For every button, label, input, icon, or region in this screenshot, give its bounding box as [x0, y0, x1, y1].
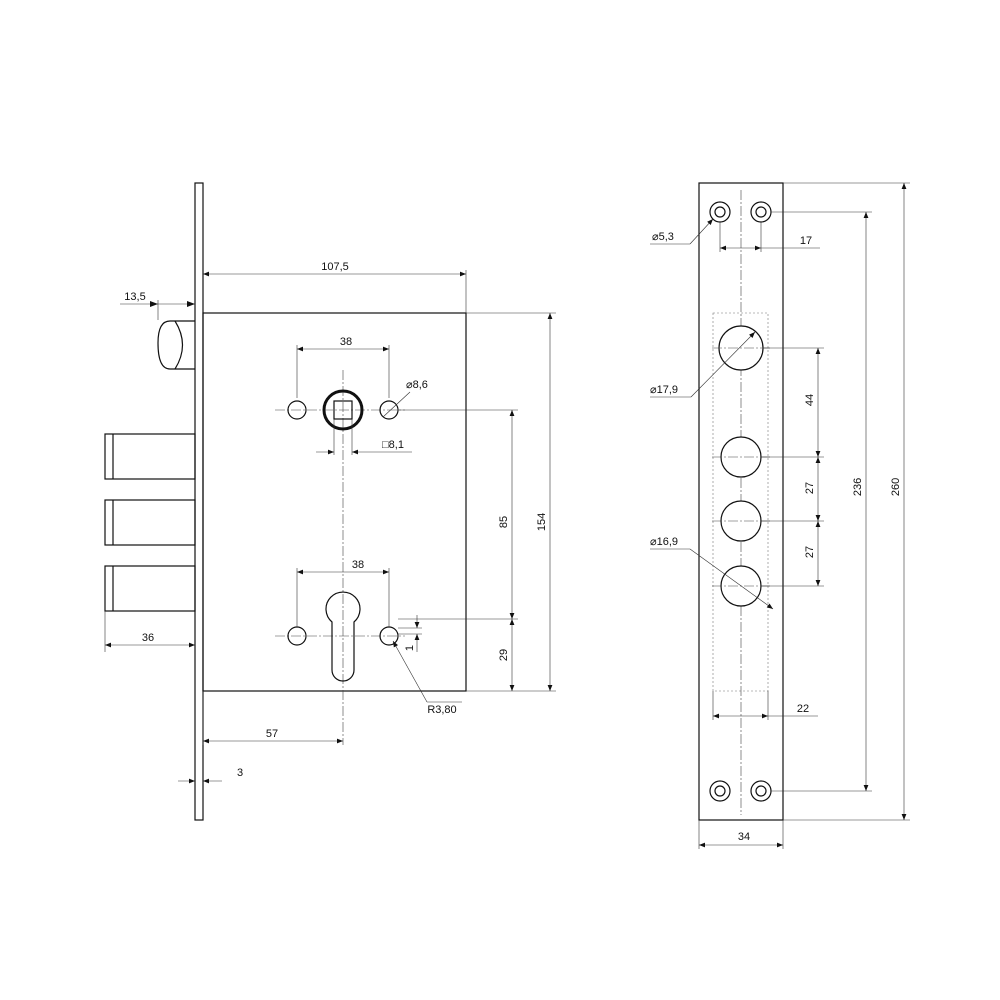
dim-large-hole-diameter: ⌀17,9	[650, 384, 678, 396]
dim-medium-hole-diameter: ⌀16,9	[650, 536, 678, 548]
dim-latch-projection: 13,5	[124, 291, 145, 303]
cylinder-keyhole	[325, 591, 361, 682]
dim-mount-hole-spacing: 17	[800, 235, 812, 247]
dim-case-width: 107,5	[321, 261, 349, 273]
dim-screw-hole-diameter: ⌀8,6	[406, 379, 428, 391]
faceplate-view: ⌀5,3 17 ⌀17,9 ⌀16,9 44 27 27	[650, 182, 910, 849]
dim-spindle-screw-spacing: 38	[340, 336, 352, 348]
dim-faceplate-length: 260	[890, 478, 902, 496]
dim-hole-spacing-total: 236	[852, 478, 864, 496]
dim-bolt-spacing-3: 27	[804, 546, 816, 558]
faceplate-outline	[698, 182, 784, 821]
faceplate-slot-hidden	[712, 312, 769, 692]
dim-bolt-spacing-1: 44	[804, 394, 816, 406]
mount-hole-top-right	[750, 201, 772, 223]
latch-bolt	[157, 320, 195, 370]
dim-spindle-square: □8,1	[382, 439, 404, 451]
lock-case	[202, 312, 467, 692]
dim-faceplate-width: 34	[738, 831, 750, 843]
dim-case-height: 154	[536, 513, 548, 531]
dead-bolt-1	[104, 433, 196, 480]
dim-backset: 57	[266, 728, 278, 740]
latch-bolt-curve	[174, 320, 184, 370]
dead-bolt-3	[104, 565, 196, 612]
spindle-square	[333, 400, 353, 420]
dim-mount-hole-diameter: ⌀5,3	[652, 231, 674, 243]
front-view: 107,5 13,5 38 ⌀8,6 □8,1 38 36	[104, 182, 556, 821]
dim-slot-width: 22	[797, 703, 809, 715]
mount-hole-bottom-right	[750, 780, 772, 802]
dim-cylinder-radius: R3,80	[427, 704, 456, 716]
dim-faceplate-thickness: 3	[237, 767, 243, 779]
dead-bolt-2	[104, 499, 196, 546]
dim-cylinder-offset: 1	[404, 645, 416, 651]
dim-cylinder-screw-spacing: 38	[352, 559, 364, 571]
screw-hole-upper-left	[287, 400, 307, 420]
front-faceplate	[194, 182, 204, 821]
dim-bolt-spacing-2: 27	[804, 482, 816, 494]
dim-bolt-projection: 36	[142, 632, 154, 644]
dead-bolts	[104, 433, 196, 612]
dim-cylinder-to-bottom: 29	[498, 649, 510, 661]
spindle-hub	[322, 389, 364, 431]
mount-hole-bottom-left	[709, 780, 731, 802]
dim-spindle-to-cylinder: 85	[498, 516, 510, 528]
